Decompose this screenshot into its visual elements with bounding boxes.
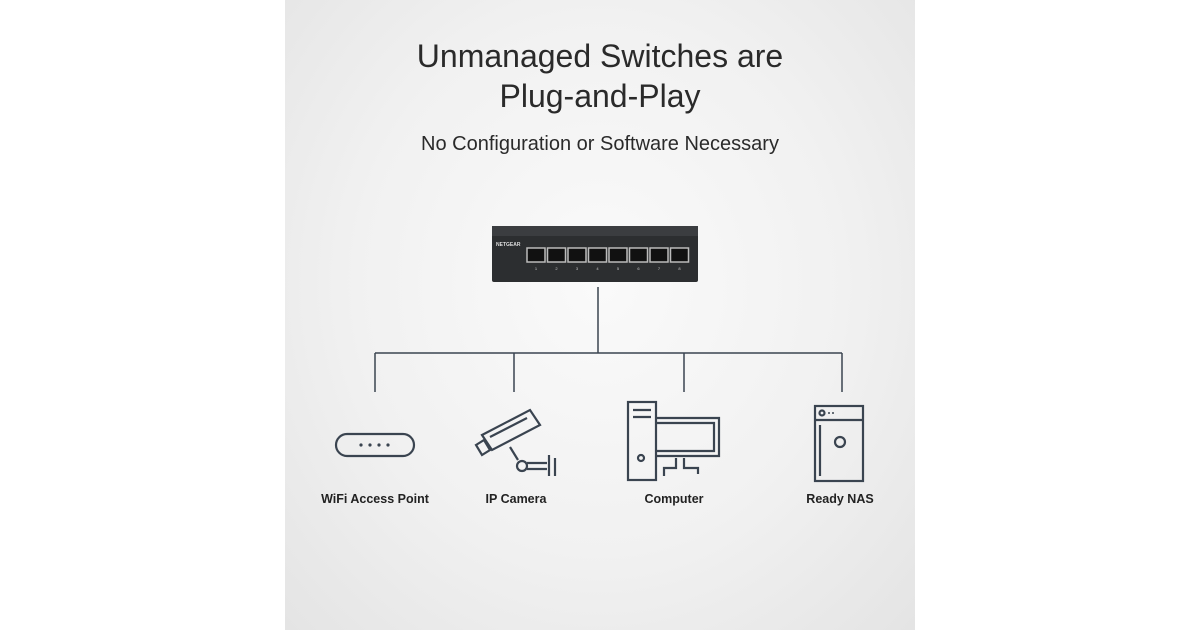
port-number: 1 [535,266,538,271]
port-number: 2 [555,266,558,271]
camera-icon [474,408,557,476]
ethernet-port [546,247,567,263]
port-number: 3 [576,266,579,271]
title-line-1: Unmanaged Switches are [416,38,784,74]
device-label-ready-nas: Ready NAS [806,492,874,506]
ethernet-port [526,247,546,263]
ethernet-port [669,247,690,263]
port-number: 8 [678,266,681,271]
diagram-panel: Unmanaged Switches are Plug-and-Play No … [285,0,915,630]
computer-icon [626,400,721,482]
port-number: 5 [617,266,620,271]
ethernet-port [608,247,628,263]
port-number: 7 [658,266,661,271]
nas-icon [813,404,865,483]
subtitle: No Configuration or Software Necessary [421,133,779,155]
ethernet-port [567,247,587,263]
device-label-ip-camera: IP Camera [485,492,547,506]
access-point-icon [334,432,416,458]
ethernet-port [587,247,608,263]
title-line-2: Plug-and-Play [499,78,701,114]
port-number: 6 [637,266,640,271]
switch-brand: NETGEAR [496,242,521,248]
ethernet-port [628,247,649,263]
port-number: 4 [596,266,599,271]
device-label-computer: Computer [644,492,704,506]
connection-lines [374,287,843,392]
switch-device: NETGEAR 1 2 3 4 5 6 7 8 [492,226,698,282]
device-label-wifi-access-point: WiFi Access Point [321,492,429,506]
ethernet-port [649,247,669,263]
